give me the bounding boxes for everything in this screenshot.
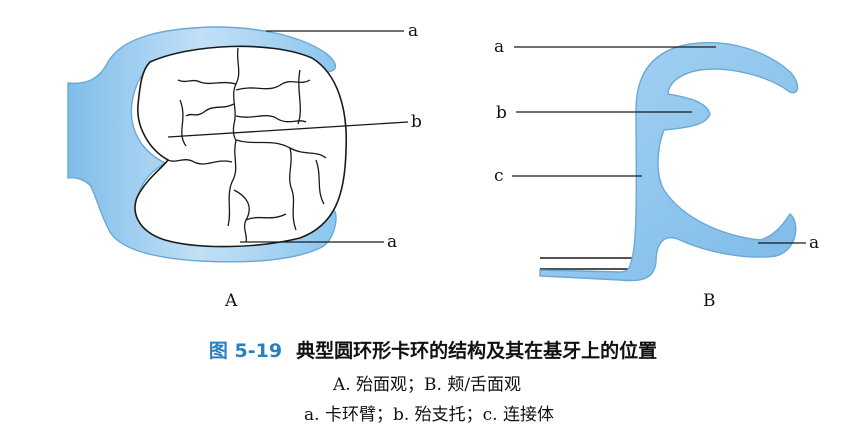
panel-b-leader-lines [512, 46, 806, 244]
label-a-clasp-arm-top: a [408, 21, 418, 41]
clasp-side-shape [539, 41, 799, 282]
label-c-connector: c [494, 166, 504, 186]
figure-caption-line-2: a. 卡环臂；b. 殆支托；c. 连接体 [304, 405, 554, 425]
abutment-tooth-outline [134, 45, 348, 248]
figure-caption-title: 图 5-19 典型圆环形卡环的结构及其在基牙上的位置 [0, 336, 866, 363]
label-a-clasp-arm-right: a [809, 233, 819, 253]
figure-number: 图 5-19 [208, 340, 283, 362]
panel-b-diagram: a b c a B [494, 37, 819, 311]
panel-a-leader-lines [167, 30, 409, 243]
label-b-occlusal-rest: b [496, 103, 507, 123]
panel-a-diagram: a b a A [67, 21, 422, 311]
label-a-clasp-arm-bottom: a [387, 232, 397, 252]
connector-base-lines [540, 257, 632, 270]
panel-a-label: A [224, 291, 238, 311]
label-b-occlusal-rest: b [411, 112, 422, 132]
occlusal-fissures [167, 47, 327, 243]
label-a-clasp-arm-top: a [494, 37, 504, 57]
figure-caption-line-1: A. 殆面观；B. 颊/舌面观 [332, 375, 522, 395]
figure-title: 典型圆环形卡环的结构及其在基牙上的位置 [296, 340, 658, 362]
panel-b-label: B [703, 291, 716, 311]
